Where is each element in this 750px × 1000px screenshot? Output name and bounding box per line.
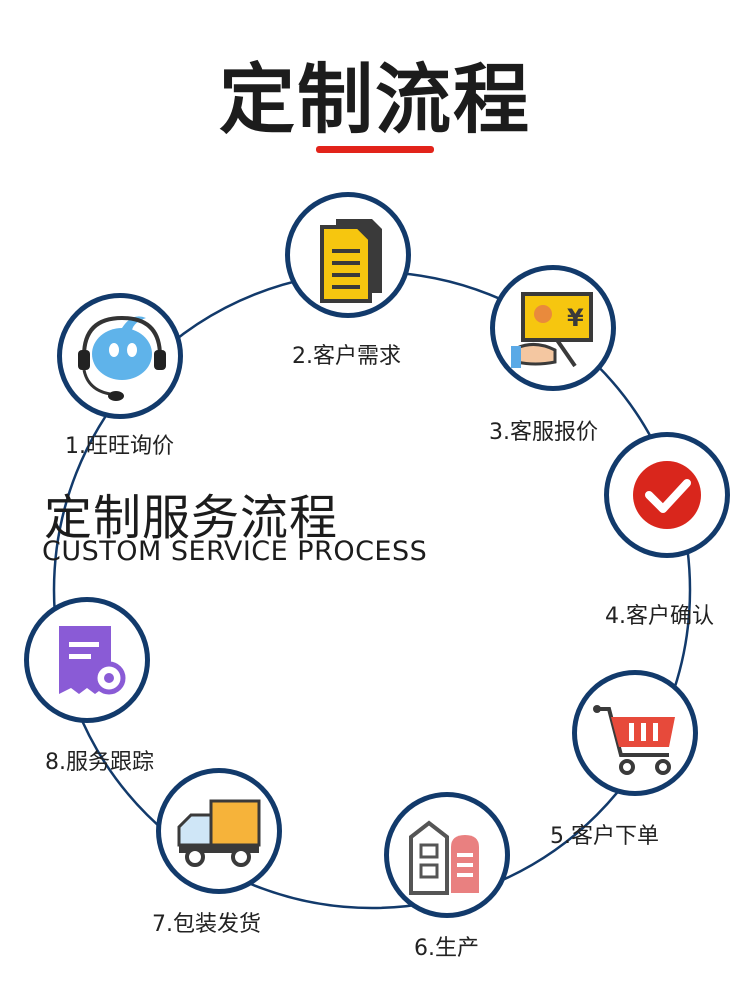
delivery-truck-icon: [177, 799, 261, 867]
factory-building-icon: [409, 820, 479, 895]
step-3-label: 3.客服报价: [489, 420, 598, 445]
checkmark-icon: [633, 461, 701, 529]
step-5-node: [572, 670, 698, 796]
price-board-icon: ¥: [511, 292, 593, 368]
wangwang-headset-icon: [78, 315, 166, 401]
step-8-label: 8.服务跟踪: [45, 750, 154, 775]
title-underline: [316, 146, 434, 153]
step-3-node: ¥: [490, 265, 616, 391]
step-8-node: [24, 597, 150, 723]
svg-text:¥: ¥: [567, 304, 584, 332]
step-2-node: [285, 192, 411, 318]
shopping-cart-icon: [593, 705, 675, 775]
tracking-receipt-icon: [59, 626, 126, 695]
step-1-label: 1.旺旺询价: [65, 434, 174, 459]
documents-icon: [320, 219, 382, 303]
step-2-label: 2.客户需求: [292, 344, 401, 369]
step-4-label: 4.客户确认: [605, 604, 714, 629]
subtitle-en: CUSTOM SERVICE PROCESS: [42, 536, 428, 567]
page-title: 定制流程: [219, 55, 531, 144]
step-6-node: [384, 792, 510, 918]
step-4-node: [604, 432, 730, 558]
step-7-label: 7.包装发货: [152, 912, 261, 937]
step-6-label: 6.生产: [414, 936, 479, 961]
subtitle-cn: 定制服务流程: [44, 490, 339, 546]
step-5-label: 5.客户下单: [550, 824, 659, 849]
step-1-node: [57, 293, 183, 419]
step-7-node: [156, 768, 282, 894]
